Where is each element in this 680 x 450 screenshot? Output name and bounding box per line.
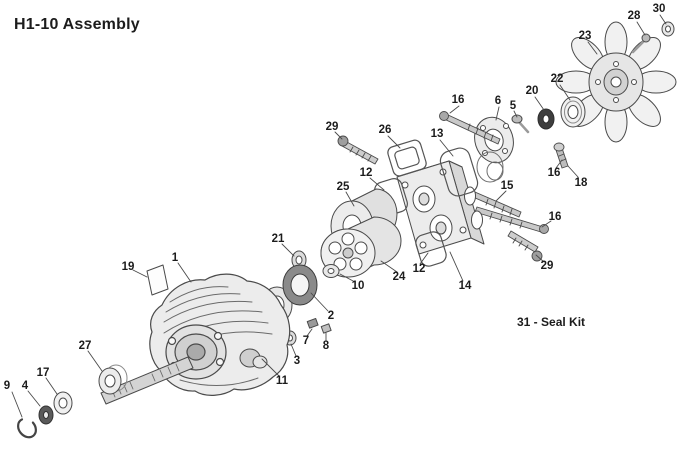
- seal-kit-note: 31 - Seal Kit: [517, 315, 586, 329]
- part-label-29: 29: [325, 121, 339, 133]
- part-label-19: 19: [121, 261, 135, 273]
- part-label-16: 16: [548, 211, 562, 223]
- coupling-11: [239, 348, 268, 369]
- gasket-12-rear: [415, 231, 447, 267]
- leader-lines: [11, 14, 667, 418]
- part-label-12: 12: [359, 167, 373, 179]
- part-label-1: 1: [171, 252, 179, 264]
- page-title: H1-10 Assembly: [14, 16, 140, 33]
- part-label-30: 30: [652, 3, 666, 15]
- bolt-29-left: [337, 135, 379, 165]
- part-label-24: 24: [392, 271, 406, 283]
- ring-21: [291, 250, 307, 270]
- fan-23: [555, 21, 677, 143]
- washer-22: [560, 96, 586, 128]
- washer-20: [537, 108, 555, 130]
- gasket-26: [387, 139, 427, 177]
- part-label-21: 21: [271, 233, 285, 245]
- part-label-4: 4: [21, 380, 29, 392]
- part-label-16: 16: [451, 94, 465, 106]
- retainer-10: [322, 264, 340, 278]
- part-label-5: 5: [509, 100, 517, 112]
- part-label-22: 22: [550, 73, 564, 85]
- part-label-11: 11: [275, 375, 289, 387]
- snap-ring-9: [17, 417, 37, 439]
- plug-8: [320, 323, 332, 334]
- bolt-28: [631, 33, 651, 54]
- plug-7: [306, 317, 319, 329]
- gasket-13: [439, 147, 479, 197]
- part-label-15: 15: [500, 180, 514, 192]
- part-label-26: 26: [378, 124, 392, 136]
- part-label-2: 2: [327, 310, 335, 322]
- part-label-23: 23: [578, 30, 592, 42]
- seal-2: [282, 264, 318, 306]
- part-label-16: 16: [547, 167, 561, 179]
- end-cap-14: [396, 160, 485, 255]
- part-label-10: 10: [351, 280, 365, 292]
- bearing-27: [98, 364, 128, 395]
- part-label-7: 7: [302, 335, 310, 347]
- part-label-29: 29: [540, 260, 554, 272]
- part-label-6: 6: [494, 95, 502, 107]
- part-label-14: 14: [458, 280, 472, 292]
- bolt-18: [553, 142, 569, 169]
- washer-4: [38, 405, 54, 425]
- tag-19: [146, 264, 169, 296]
- part-label-13: 13: [430, 128, 444, 140]
- part-label-17: 17: [36, 367, 50, 379]
- washer-30: [661, 21, 675, 37]
- bolt-16-top: [439, 111, 501, 145]
- bolt-29-right: [507, 230, 543, 262]
- part-label-27: 27: [78, 340, 92, 352]
- part-label-18: 18: [574, 177, 588, 189]
- bolt-16-lower: [474, 206, 549, 234]
- part-label-28: 28: [627, 10, 641, 22]
- washer-17: [53, 391, 73, 415]
- part-label-25: 25: [336, 181, 350, 193]
- part-label-8: 8: [322, 340, 330, 352]
- gerotor-detail: [476, 151, 504, 183]
- part-label-9: 9: [3, 380, 11, 392]
- part-label-12: 12: [412, 263, 426, 275]
- bolt-5: [511, 114, 530, 134]
- part-label-20: 20: [525, 85, 539, 97]
- part-label-3: 3: [293, 355, 301, 367]
